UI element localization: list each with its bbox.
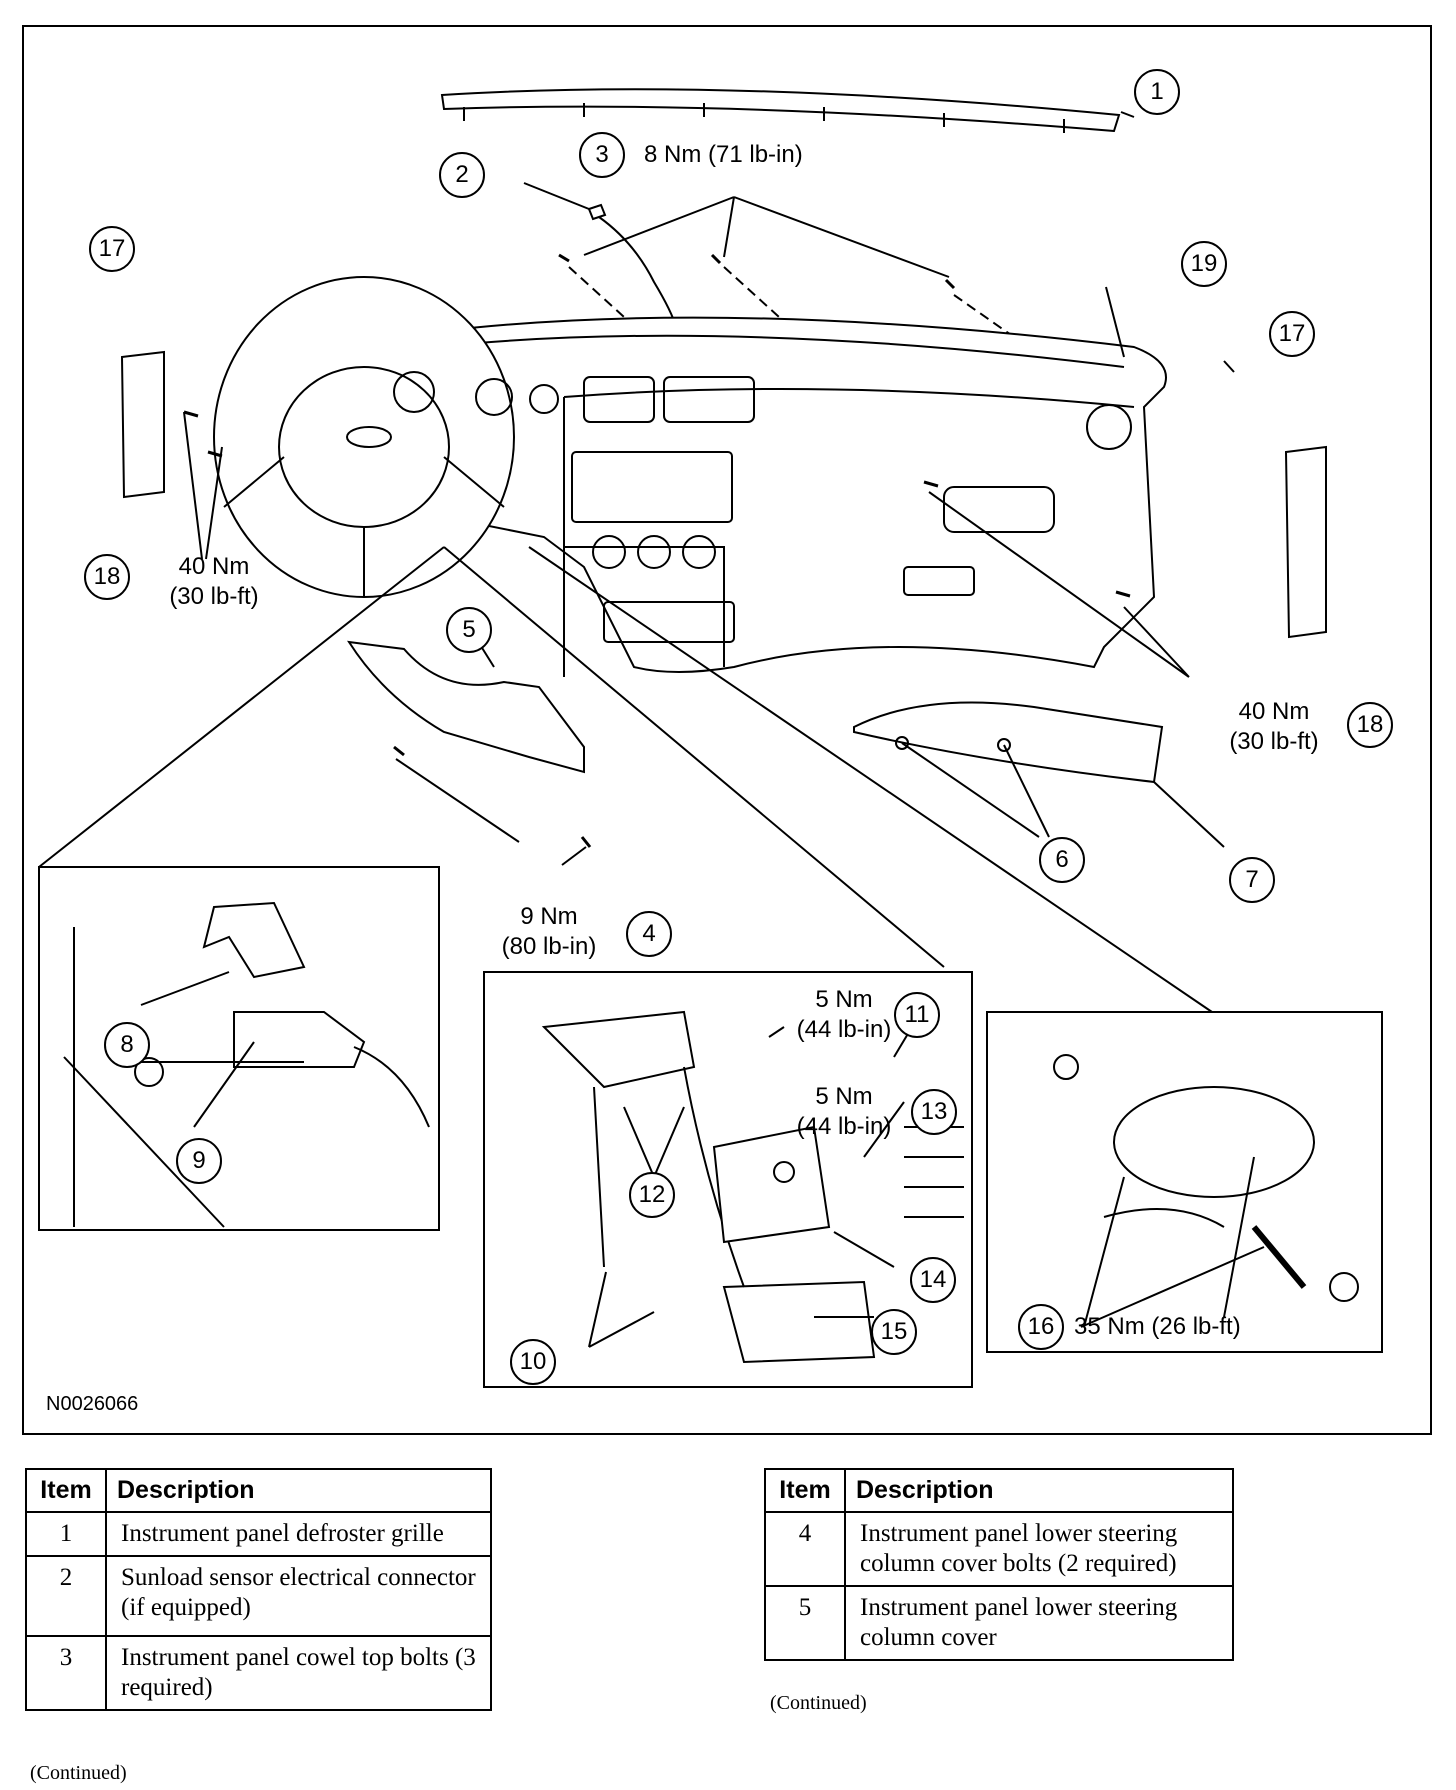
table-row: 3 Instrument panel cowel top bolts (3 re… [25,1635,492,1711]
item-number: 3 [25,1635,107,1711]
table-row: 4 Instrument panel lower steering column… [764,1511,1234,1587]
torque-3: 8 Nm (71 lb-in) [644,141,803,168]
exploded-view-figure: 1 3 2 17 19 17 18 5 18 6 7 4 8 11 13 12 … [22,25,1432,1435]
table-row: 5 Instrument panel lower steering column… [764,1585,1234,1661]
torque-18-right-lb: (30 lb-ft) [1229,728,1319,755]
table-row: 2 Sunload sensor electrical connector (i… [25,1555,492,1637]
torque-11-lb: (44 lb-in) [796,1016,892,1043]
item-description: Instrument panel defroster grille [105,1511,492,1557]
torque-13-nm: 5 Nm [815,1083,873,1110]
item-number: 4 [764,1511,846,1587]
inset-clip [38,866,440,1231]
torque-18-left-nm: 40 Nm [178,553,250,580]
header-item: Item [764,1468,846,1513]
continued-note-left: (Continued) [30,1762,127,1784]
torque-16: 35 Nm (26 lb-ft) [1074,1313,1241,1340]
callout-circles [84,69,1393,1385]
torque-18-left-lb: (30 lb-ft) [169,583,259,610]
item-number: 5 [764,1585,846,1661]
callout-2: 2 [455,161,469,188]
callout-18-left: 18 [93,563,121,590]
callout-16: 16 [1027,1313,1055,1340]
item-number: 1 [25,1511,107,1557]
item-number: 2 [25,1555,107,1637]
callout-1: 1 [1150,78,1164,105]
item-description: Instrument panel lower steering column c… [844,1511,1234,1587]
torque-13-lb: (44 lb-in) [796,1113,892,1140]
callout-6: 6 [1055,846,1069,873]
callout-17-right: 17 [1278,320,1306,347]
callout-11: 11 [904,1001,930,1028]
header-description: Description [105,1468,492,1513]
knee-bolster [853,701,1164,784]
callout-15: 15 [880,1318,908,1345]
end-cap-right [1284,445,1327,639]
header-item: Item [25,1468,107,1513]
item-description: Sunload sensor electrical connector (if … [105,1555,492,1637]
table-row: 1 Instrument panel defroster grille [25,1511,492,1557]
inset-column-bolt [986,1011,1383,1353]
callout-14: 14 [919,1266,947,1293]
item-description: Instrument panel lower steering column c… [844,1585,1234,1661]
callout-3: 3 [595,141,609,168]
callout-8: 8 [120,1031,134,1058]
callout-4: 4 [642,920,656,947]
callout-12: 12 [638,1181,666,1208]
callout-13: 13 [920,1098,948,1125]
continued-note-right: (Continued) [770,1692,867,1714]
sunload-connector [587,203,677,328]
end-cap-left [120,350,165,499]
header-description: Description [844,1468,1234,1513]
lower-column-cover [347,640,585,774]
item-table-right: Item Description 4 Instrument panel lowe… [764,1468,1234,1661]
callout-19: 19 [1190,250,1218,277]
callout-7: 7 [1245,866,1259,893]
callout-10: 10 [519,1348,547,1375]
callout-9: 9 [192,1147,206,1174]
torque-4-lb: (80 lb-in) [501,933,597,960]
instrument-panel [432,316,1167,673]
callout-18-right: 18 [1356,711,1384,738]
item-table-left: Item Description 1 Instrument panel defr… [25,1468,492,1711]
torque-11-nm: 5 Nm [815,986,873,1013]
callout-17-left: 17 [98,235,126,262]
figure-code: N0026066 [46,1393,139,1415]
callout-5: 5 [462,616,476,643]
diagram-artwork [38,69,1393,1388]
item-description: Instrument panel cowel top bolts (3 requ… [105,1635,492,1711]
torque-18-right-nm: 40 Nm [1238,698,1310,725]
torque-4-nm: 9 Nm [520,903,578,930]
defroster-grille [440,88,1121,133]
